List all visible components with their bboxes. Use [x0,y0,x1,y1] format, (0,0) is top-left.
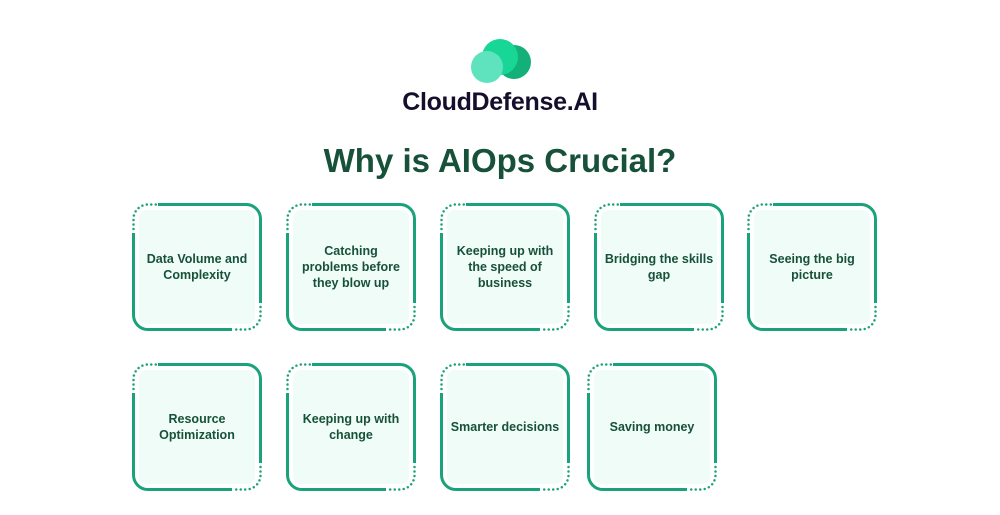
page-title: Why is AIOps Crucial? [323,142,677,179]
card-background [447,370,563,484]
card-7: Keeping up with change [286,363,416,491]
card-border [587,363,717,491]
card-background [293,210,409,324]
card-border [286,363,416,491]
card-label: Catching problems before they blow up [302,244,400,290]
card-label: Bridging the skills gap [604,252,714,282]
card-background [139,370,255,484]
card-background [754,210,870,324]
card-border [594,203,724,331]
brand-name: CloudDefense.AI [402,88,598,116]
card-border [286,203,416,331]
cloud-logo-icon [471,39,531,83]
card-label: Saving money [609,420,695,434]
card-label: Smarter decisions [450,420,560,434]
card-1: Data Volume and Complexity [132,203,262,331]
card-2: Catching problems before they blow up [286,203,416,331]
card-label: Resource Optimization [159,412,235,442]
card-5: Seeing the big picture [747,203,877,331]
card-label: Keeping up with the speed of business [456,244,554,290]
card-background [293,370,409,484]
card-6: Resource Optimization [132,363,262,491]
card-border [132,203,262,331]
card-background [601,210,717,324]
card-border [440,203,570,331]
card-background [594,370,710,484]
card-border [440,363,570,491]
card-label: Keeping up with change [302,412,400,442]
card-border [747,203,877,331]
card-3: Keeping up with the speed of business [440,203,570,331]
card-label: Data Volume and Complexity [146,252,248,282]
card-background [447,210,563,324]
card-border [132,363,262,491]
card-background [139,210,255,324]
card-8: Smarter decisions [440,363,570,491]
card-4: Bridging the skills gap [594,203,724,331]
card-9: Saving money [587,363,717,491]
card-label: Seeing the big picture [769,252,855,282]
